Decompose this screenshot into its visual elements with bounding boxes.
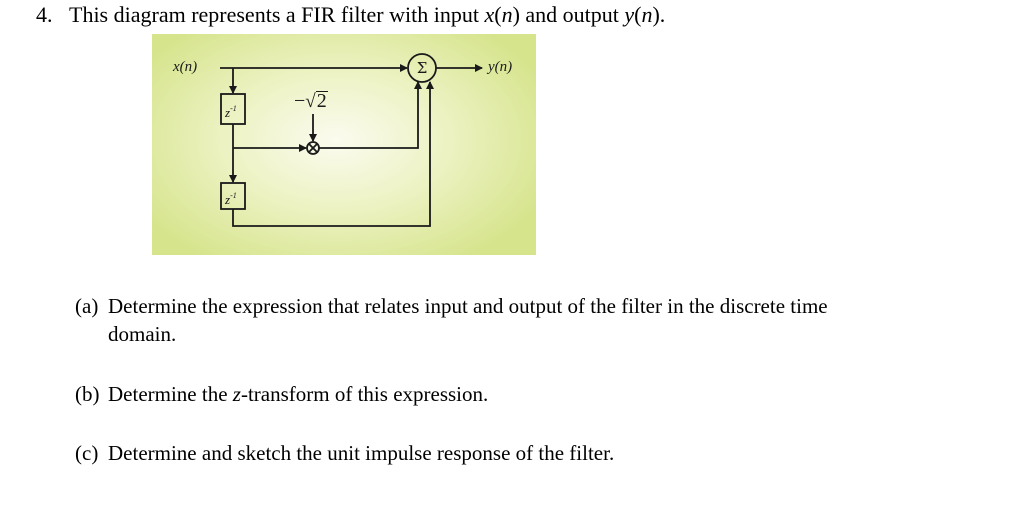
delay2-to-summer-line [232,81,434,227]
delay-base: z [225,192,231,207]
multiplier-to-summer-line [319,81,422,149]
multiplier-cross-b [308,143,318,153]
part-c: (c) Determine and sketch the unit impulse… [75,439,614,467]
part-b-text-suffix: -transform of this expression. [240,382,489,406]
diagram-wiring [220,53,483,227]
part-a-text-line1: Determine the expression that relates in… [108,294,828,318]
part-b-text-prefix: Determine the [108,382,233,406]
output-arg: n [641,2,653,27]
question-header: 4. This diagram represents a FIR filter w… [36,2,665,28]
coefficient-value: 2 [315,90,328,112]
question-text-middle: and output [519,2,625,27]
delay-exponent: -1 [230,191,237,200]
fir-filter-diagram: x(n) y(n) Σ −√2 z-1 z-1 [152,34,536,255]
part-a-tag: (a) [75,294,99,318]
output-symbol: y [624,2,635,27]
part-c-tag: (c) [75,441,99,465]
input-symbol: x [484,2,495,27]
part-b: (b) Determine the z-transform of this exp… [75,380,488,408]
part-a-text-line2: domain. [108,322,177,346]
part-c-text: Determine and sketch the unit impulse re… [108,441,615,465]
part-b-tag: (b) [75,382,100,406]
radical-sign: √ [305,91,316,112]
part-b-z-symbol: z [232,382,241,406]
question-number: 4. [36,2,53,27]
coefficient-sign: − [294,90,306,112]
paren-close: ) [512,2,520,27]
summer-symbol: Σ [416,59,428,77]
delay-base: z [225,105,231,120]
paren-open: ( [494,2,502,27]
input-arg: n [501,2,513,27]
input-label: x(n) [173,59,198,75]
paren-close-period: ). [652,2,666,27]
paren-open: ( [634,2,642,27]
delay-label-1: z-1 [225,102,237,120]
part-a: (a) Determine the expression that relates… [75,292,828,348]
delay-label-2: z-1 [225,189,237,207]
question-text-prefix: This diagram represents a FIR filter wit… [69,2,485,27]
delay-exponent: -1 [230,104,237,113]
output-label: y(n) [488,59,513,75]
coefficient-label: −√2 [294,91,328,112]
